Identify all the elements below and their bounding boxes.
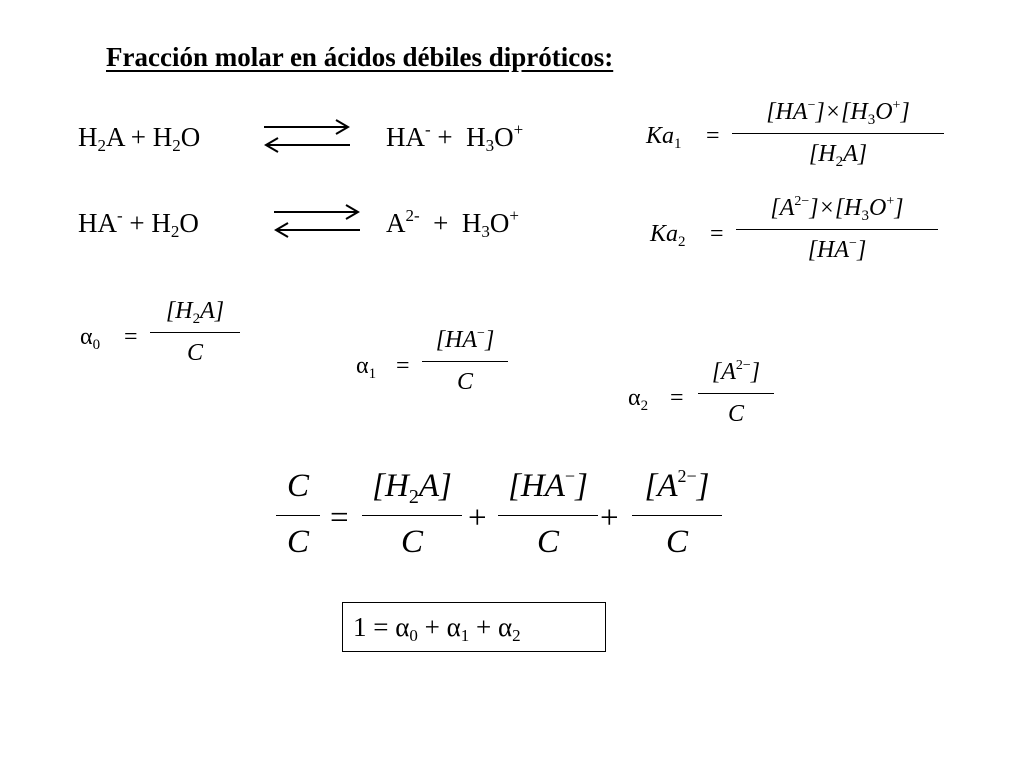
alpha0-denominator: C — [186, 340, 203, 366]
alpha2-numerator: [A2−] — [711, 358, 761, 385]
ka1-denominator: [H2A] — [808, 141, 868, 170]
reaction1-reactants: H2A + H2O — [78, 122, 201, 155]
ka2-fraction: [A2−]×[H3O+] [HA−] — [736, 194, 938, 263]
sum-plus-1: + — [468, 500, 487, 536]
sum-term3-numerator: [A2−] — [644, 466, 710, 504]
sum-term3-denominator: C — [665, 524, 688, 560]
ka1-equals: = — [706, 123, 720, 149]
sum-term1-numerator: [H2A] — [372, 468, 452, 508]
sum-equals: = — [330, 500, 349, 536]
page-title: Fracción molar en ácidos débiles dipróti… — [106, 42, 614, 72]
equilibrium-arrow-icon — [272, 203, 362, 239]
alpha1-fraction: [HA−] C — [422, 326, 508, 395]
alpha2-denominator: C — [727, 401, 744, 427]
alpha0-equals: = — [124, 324, 138, 350]
ka1-label: Ka1 — [646, 123, 682, 152]
sum-term3-fraction: [A2−] C — [632, 466, 722, 560]
sum-lhs-numerator: C — [286, 468, 309, 504]
sum-term2-numerator: [HA−] — [508, 466, 588, 504]
alpha2-label: α2 — [628, 385, 649, 414]
ka1-fraction: [HA−]×[H3O+] [H2A] — [732, 98, 944, 170]
sum-term1-denominator: C — [400, 524, 423, 560]
reaction2-reactants: HA- + H2O — [78, 206, 199, 241]
sum-plus-2: + — [600, 500, 619, 536]
reaction1-products: HA- + H3O+ — [386, 120, 524, 155]
alpha0-fraction: [H2A] C — [150, 299, 240, 365]
alpha1-equals: = — [396, 353, 410, 379]
sum-term2-fraction: [HA−] C — [498, 466, 598, 560]
alpha2-equals: = — [670, 385, 684, 411]
sum-lhs-fraction: C C — [276, 470, 320, 559]
reaction2-products: A2- + H3O+ — [386, 206, 519, 241]
equilibrium-arrow-icon — [262, 118, 352, 154]
sum-term2-denominator: C — [536, 524, 559, 560]
result-box: 1 = α0 + α1 + α2 — [342, 602, 606, 652]
sum-lhs-denominator: C — [286, 524, 309, 560]
alpha2-fraction: [A2−] C — [698, 358, 774, 427]
alpha1-numerator: [HA−] — [435, 326, 495, 353]
sum-term1-fraction: [H2A] C — [362, 470, 462, 559]
alpha1-denominator: C — [456, 369, 473, 395]
ka2-denominator: [HA−] — [807, 236, 867, 263]
alpha1-label: α1 — [356, 353, 377, 382]
ka2-label: Ka2 — [650, 221, 686, 250]
alpha0-numerator: [H2A] — [165, 298, 225, 327]
ka1-numerator: [HA−]×[H3O+] — [766, 98, 910, 128]
ka2-numerator: [A2−]×[H3O+] — [770, 194, 904, 224]
alpha0-label: α0 — [80, 324, 101, 353]
ka2-equals: = — [710, 221, 724, 247]
